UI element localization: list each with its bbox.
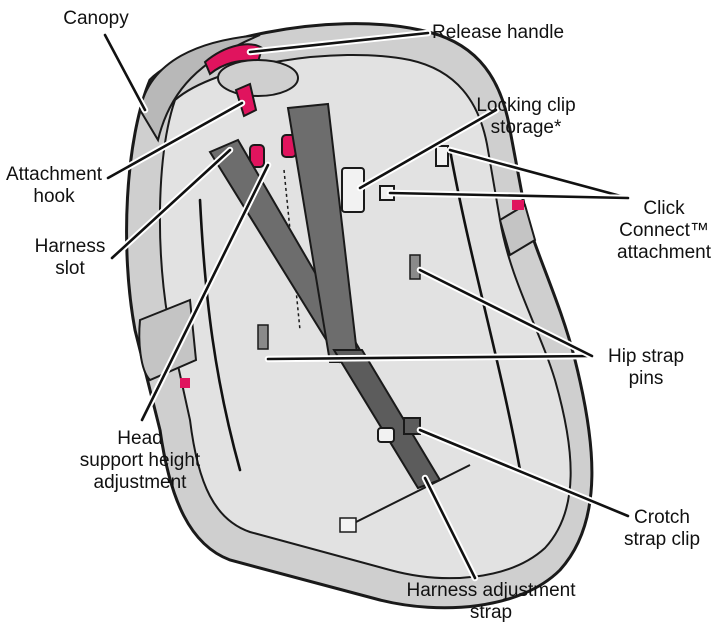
label-harness-slot: Harness slot — [30, 236, 110, 280]
label-attachment-hook: Attachment hook — [4, 164, 104, 208]
hip-strap-pin-right — [410, 255, 420, 279]
base-clip — [340, 518, 356, 532]
label-locking-clip-storage: Locking clip storage* — [456, 95, 596, 139]
label-canopy: Canopy — [56, 8, 136, 30]
label-harness-adjustment-strap: Harness adjustment strap — [396, 580, 586, 624]
side-tab-left — [180, 378, 190, 388]
handle-recess — [218, 60, 298, 96]
click-connect-point-2 — [436, 146, 448, 166]
label-release-handle: Release handle — [432, 22, 564, 44]
leader-canopy — [105, 35, 145, 110]
side-tab-right — [512, 200, 524, 210]
label-click-connect-attachment: Click Connect™ attachment — [612, 198, 716, 264]
hip-strap-pin-left — [258, 325, 268, 349]
label-head-support-height-adjustment: Head support height adjustment — [60, 428, 220, 494]
label-crotch-strap-clip: Crotch strap clip — [612, 507, 712, 551]
label-hip-strap-pins: Hip strap pins — [596, 346, 696, 390]
crotch-buckle-slot — [378, 428, 394, 442]
